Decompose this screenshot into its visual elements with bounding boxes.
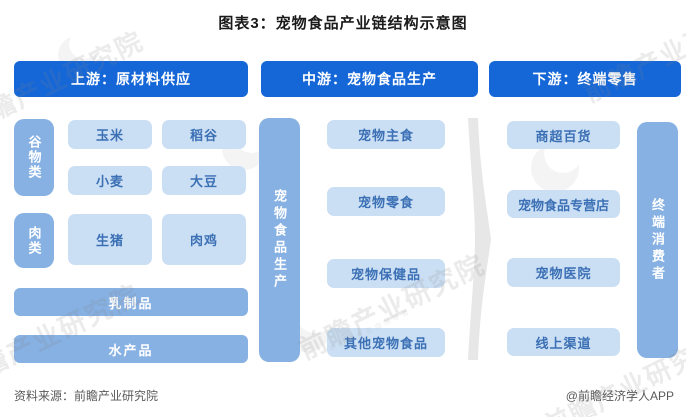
item-pet-snacks: 宠物零食	[327, 187, 445, 216]
item-pet-supplements: 宠物保健品	[327, 259, 445, 288]
item-corn: 玉米	[68, 120, 152, 149]
end-consumer-bar: 终端消费者	[637, 122, 678, 358]
item-dairy-products: 乳制品	[14, 288, 248, 316]
item-live-pig: 生猪	[68, 214, 152, 265]
item-rice-paddy: 稻谷	[162, 120, 246, 149]
item-broiler-chicken: 肉鸡	[162, 214, 246, 265]
chart-title: 图表3：宠物食品产业链结构示意图	[218, 15, 468, 32]
item-aquatic-products: 水产品	[14, 335, 248, 363]
meat-group-label: 肉类	[14, 213, 54, 268]
item-soybean: 大豆	[162, 166, 246, 195]
source-note: 资料来源：前瞻产业研究院	[14, 389, 159, 403]
qianzhan-logo-watermark-icon	[531, 144, 579, 192]
upstream-header: 上游：原材料供应	[14, 61, 248, 97]
item-online-channel: 线上渠道	[507, 328, 620, 356]
flow-arrow-icon	[464, 118, 496, 360]
item-pet-food-specialty-store: 宠物食品专营店	[507, 190, 620, 218]
downstream-header: 下游：终端零售	[489, 61, 681, 97]
item-wheat: 小麦	[68, 166, 152, 195]
pet-food-production-bar: 宠物食品生产	[259, 118, 300, 362]
item-pet-hospital: 宠物医院	[507, 258, 620, 287]
item-pet-staple-food: 宠物主食	[327, 120, 445, 149]
item-supermarket-department-store: 商超百货	[507, 121, 620, 149]
midstream-header: 中游：宠物食品生产	[261, 61, 478, 97]
item-other-pet-food: 其他宠物食品	[327, 328, 445, 357]
credit-note: @前瞻经济学人APP	[565, 389, 674, 403]
grains-group-label: 谷物类	[14, 119, 54, 196]
